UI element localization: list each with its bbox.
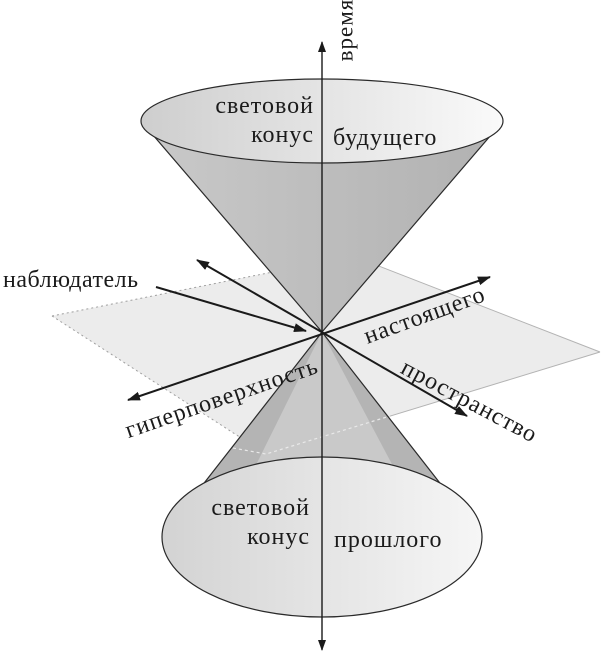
plane-hidden-edge-dashes (232, 415, 391, 455)
future-cone-label-line2: конус (251, 122, 314, 148)
diagonal-space-arrow (196, 259, 468, 417)
future-cone-label-line1: световой (215, 93, 314, 119)
time-axis-label: время (332, 0, 358, 62)
future-cone-qualifier: будущего (333, 125, 438, 151)
past-cone-qualifier: прошлого (334, 527, 443, 553)
past-cone-label: световой конус (211, 494, 310, 552)
observer-arrow (155, 286, 307, 332)
future-cone-label: световой конус (215, 92, 314, 150)
observer-label: наблюдатель (3, 267, 139, 293)
past-cone-label-line2: конус (247, 524, 310, 550)
past-cone-label-line1: световой (211, 495, 310, 521)
